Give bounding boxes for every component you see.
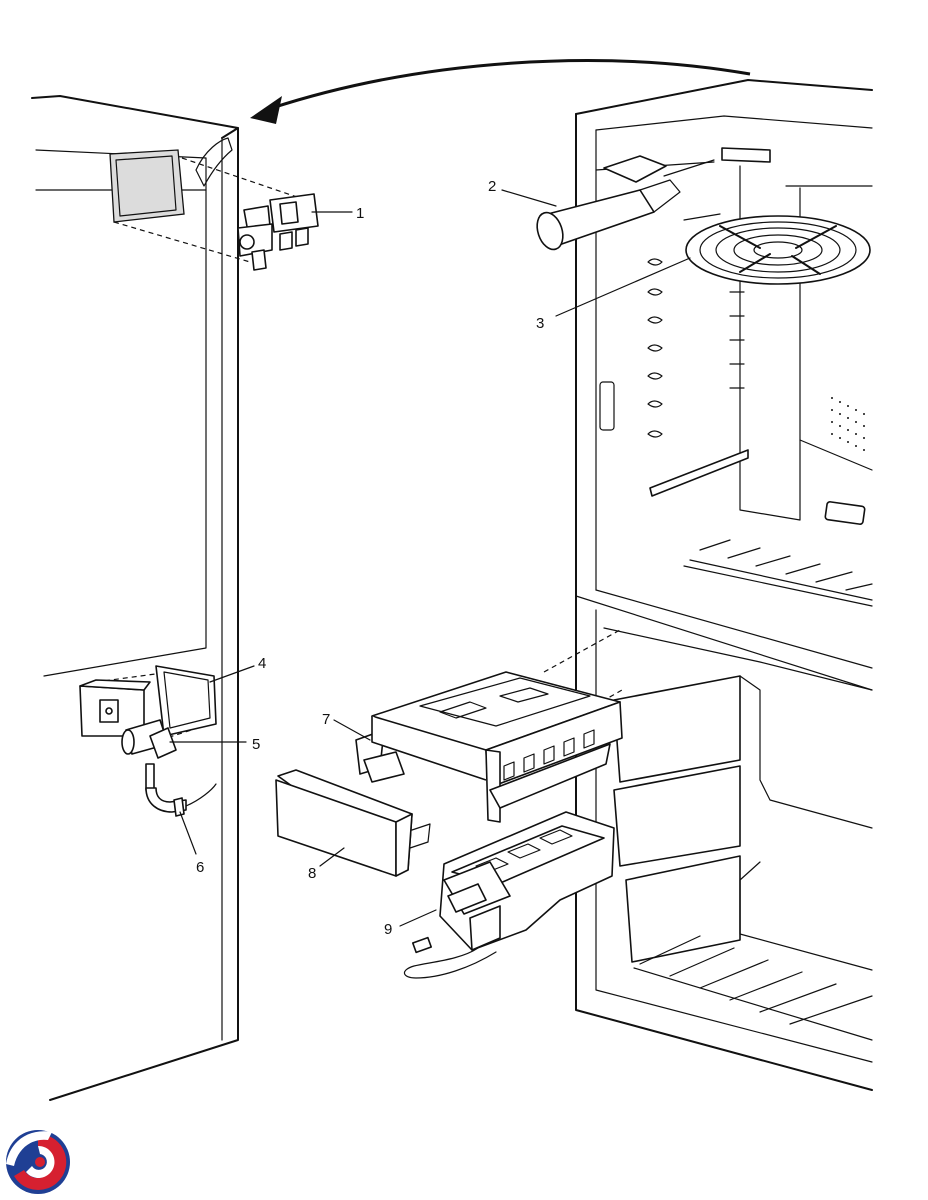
leader-lines: [169, 189, 691, 927]
ice-maker-bracket-part-7: [355, 629, 623, 823]
callout-3: 3: [536, 315, 544, 332]
vent-dots: [831, 397, 865, 451]
callout-5: 5: [252, 736, 260, 753]
callout-7: 7: [322, 711, 330, 728]
fan-guard-part-3: [683, 213, 871, 285]
callout-8: 8: [308, 865, 316, 882]
callout-1: 1: [356, 205, 364, 222]
ice-maker-cover-part-8: [275, 769, 431, 877]
brand-logo: [6, 1130, 70, 1194]
water-tube-fitting-part-6: [145, 763, 217, 817]
refrigerator-cabinet: [575, 79, 873, 1091]
freezer-door: [31, 95, 239, 1101]
callout-9: 9: [384, 921, 392, 938]
ice-maker-unit-part-9: [403, 811, 615, 979]
callout-2: 2: [488, 178, 496, 195]
callout-labels: 1 2 3 4 5 6 7 8 9: [196, 178, 544, 938]
door-swing-arrow: [250, 59, 751, 124]
control-box-part-4-5: [79, 665, 217, 759]
callout-4: 4: [258, 655, 266, 672]
lamp-tube-part-2: [536, 147, 771, 251]
callout-6: 6: [196, 859, 204, 876]
water-valve-part-1: [113, 157, 319, 271]
